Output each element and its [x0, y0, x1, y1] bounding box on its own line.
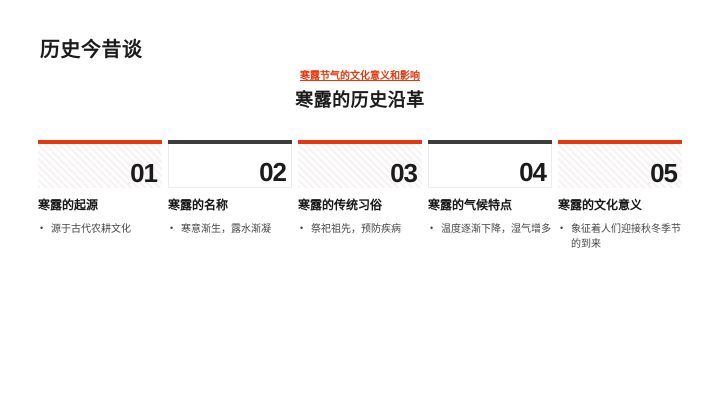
bullet-item: • 温度逐渐下降，湿气增多	[428, 222, 552, 237]
timeline-card: 01	[38, 140, 162, 188]
bullet-text: 寒意渐生，露水渐凝	[181, 223, 271, 235]
timeline-item-4: 04 寒露的气候特点 • 温度逐渐下降，湿气增多	[428, 140, 552, 252]
bullet-marker: •	[170, 222, 174, 233]
section-title: 寒露的历史沿革	[295, 90, 425, 110]
step-number: 01	[130, 158, 158, 189]
timeline-item-1: 01 寒露的起源 • 源于古代农耕文化	[38, 140, 162, 252]
bullet-marker: •	[430, 222, 434, 233]
card-body: 02	[168, 144, 292, 188]
bullet-marker: •	[560, 222, 564, 233]
bullet-marker: •	[40, 222, 44, 233]
bullet-item: • 源于古代农耕文化	[38, 222, 162, 237]
card-body: 05	[558, 144, 682, 188]
bullet-text: 温度逐渐下降，湿气增多	[441, 223, 551, 235]
step-heading: 寒露的起源	[38, 198, 99, 212]
step-number: 04	[519, 157, 547, 188]
card-top-bar	[168, 140, 292, 144]
step-number: 05	[650, 158, 678, 189]
card-body: 03	[298, 144, 422, 188]
step-number: 03	[390, 158, 418, 189]
bullet-item: • 象征着人们迎接秋冬季节的到来	[558, 222, 682, 252]
card-top-bar	[38, 140, 162, 144]
page-title: 历史今昔谈	[40, 39, 143, 61]
bullet-marker: •	[300, 222, 304, 233]
subtitle-link[interactable]: 寒露节气的文化意义和影响	[300, 71, 420, 82]
step-heading: 寒露的名称	[168, 198, 229, 212]
bullet-text: 象征着人们迎接秋冬季节的到来	[571, 223, 681, 250]
step-heading: 寒露的文化意义	[558, 198, 643, 212]
timeline-item-2: 02 寒露的名称 • 寒意渐生，露水渐凝	[168, 140, 292, 252]
bullet-text: 源于古代农耕文化	[51, 223, 131, 235]
bullet-item: • 祭祀祖先，预防疾病	[298, 222, 422, 237]
timeline-card: 02	[168, 140, 292, 188]
card-body: 01	[38, 144, 162, 188]
timeline-card: 05	[558, 140, 682, 188]
timeline-card: 03	[298, 140, 422, 188]
bullet-item: • 寒意渐生，露水渐凝	[168, 222, 292, 237]
step-heading: 寒露的气候特点	[428, 198, 513, 212]
timeline-item-5: 05 寒露的文化意义 • 象征着人们迎接秋冬季节的到来	[558, 140, 682, 252]
card-top-bar	[558, 140, 682, 144]
card-body: 04	[428, 144, 552, 188]
card-top-bar	[428, 140, 552, 144]
card-top-bar	[298, 140, 422, 144]
bullet-text: 祭祀祖先，预防疾病	[311, 223, 401, 235]
step-heading: 寒露的传统习俗	[298, 198, 383, 212]
timeline: 01 寒露的起源 • 源于古代农耕文化 02 寒露的名称 • 寒意渐生，露水渐凝	[38, 140, 682, 252]
timeline-item-3: 03 寒露的传统习俗 • 祭祀祖先，预防疾病	[298, 140, 422, 252]
step-number: 02	[259, 157, 287, 188]
timeline-card: 04	[428, 140, 552, 188]
